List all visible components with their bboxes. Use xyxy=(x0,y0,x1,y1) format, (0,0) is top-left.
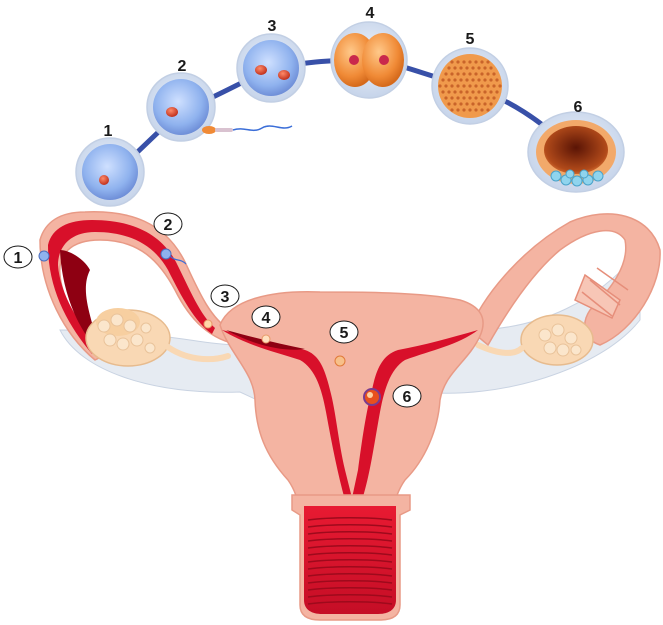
marker-1: 1 xyxy=(4,246,32,268)
marker-label-4: 4 xyxy=(262,310,271,327)
marker-3: 3 xyxy=(211,285,239,307)
marker-6: 6 xyxy=(393,385,421,407)
site-3-zygote xyxy=(204,320,212,328)
marker-label-2: 2 xyxy=(164,217,173,234)
cervix xyxy=(292,495,410,620)
marker-2: 2 xyxy=(154,213,182,235)
stage-number-1: 1 xyxy=(104,123,113,140)
stage-number-4: 4 xyxy=(366,5,375,22)
stage-number-5: 5 xyxy=(466,31,475,48)
left-ovary xyxy=(86,308,170,366)
marker-5: 5 xyxy=(330,321,358,343)
stage-1-oocyte xyxy=(76,138,144,206)
site-1-oocyte xyxy=(39,251,49,261)
site-5-morula xyxy=(335,356,345,366)
stage-number-6: 6 xyxy=(574,99,583,116)
marker-4: 4 xyxy=(252,306,280,328)
right-ovary xyxy=(521,315,593,365)
marker-label-3: 3 xyxy=(221,289,230,306)
site-6-blastocyst-implantation xyxy=(364,389,380,405)
marker-label-6: 6 xyxy=(403,389,412,406)
stage-4-two-cell xyxy=(331,22,407,98)
stage-5-morula xyxy=(432,48,508,124)
stage-3-zygote xyxy=(237,34,305,102)
marker-label-1: 1 xyxy=(14,250,23,267)
site-4-two-cell xyxy=(262,335,270,343)
stage-number-3: 3 xyxy=(268,18,277,35)
stage-number-2: 2 xyxy=(178,58,187,75)
stage-6-blastocyst xyxy=(528,112,624,192)
marker-label-5: 5 xyxy=(340,325,349,342)
